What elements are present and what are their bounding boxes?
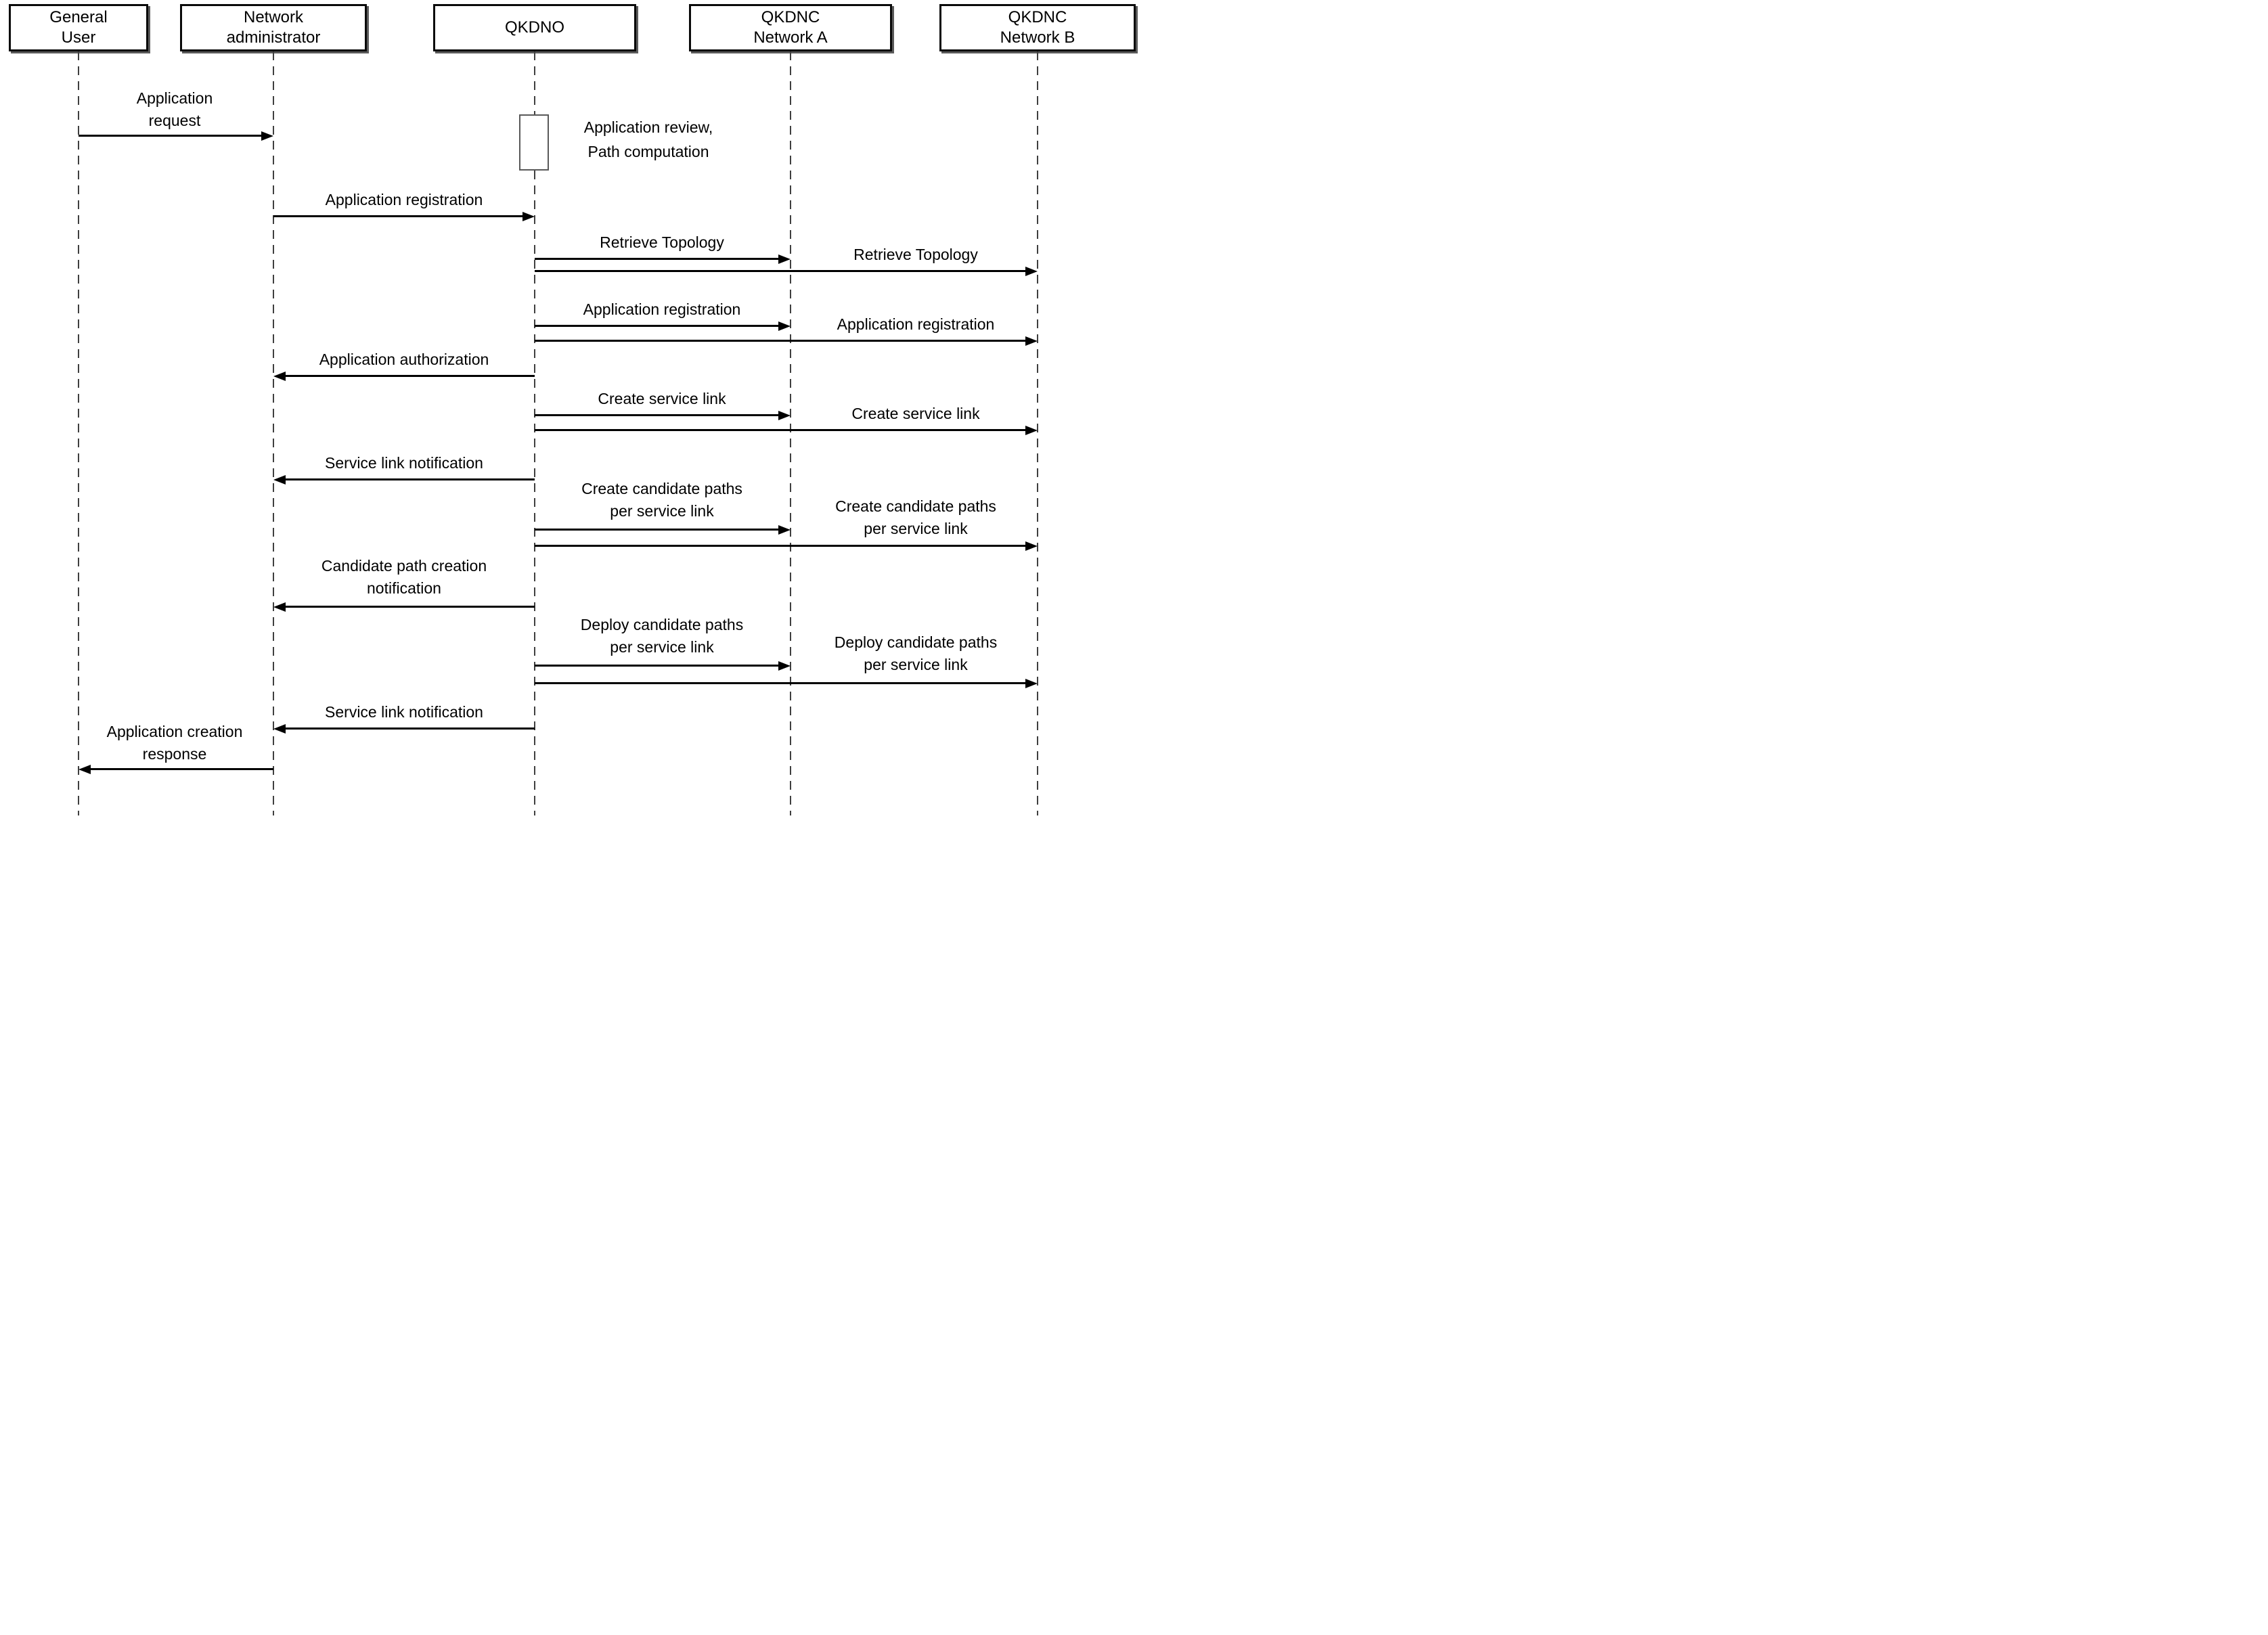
message-line-deploy-candidate-paths-a [535, 665, 780, 667]
message-label-create-candidate-paths-b: Create candidate paths per service link [835, 497, 996, 537]
message-arrowhead-create-candidate-paths-b [1025, 541, 1038, 551]
actor-box-qkdno: QKDNO [433, 4, 636, 51]
message-arrowhead-application-request [261, 131, 273, 141]
message-arrowhead-retrieve-topology-a [778, 254, 791, 264]
message-line-deploy-candidate-paths-b [535, 682, 1027, 684]
message-line-service-link-notification-1 [284, 478, 535, 480]
message-label-application-authorization: Application authorization [319, 351, 489, 368]
message-label-application-creation-response: Application creation response [106, 723, 243, 763]
message-arrowhead-create-service-link-a [778, 411, 791, 420]
message-arrowhead-candidate-path-creation-notification [273, 602, 286, 612]
message-line-application-creation-response [89, 768, 273, 770]
message-arrowhead-service-link-notification-2 [273, 724, 286, 734]
message-line-application-registration-a [535, 325, 780, 327]
message-line-create-service-link-a [535, 414, 780, 416]
actor-box-qkdnc-network-a: QKDNC Network A [689, 4, 892, 51]
message-line-retrieve-topology-a [535, 258, 780, 260]
activation-note: Application review, Path computation [583, 118, 713, 160]
message-label-service-link-notification-2: Service link notification [325, 703, 483, 721]
message-arrowhead-retrieve-topology-b [1025, 267, 1038, 276]
message-line-application-registration-b [535, 340, 1027, 342]
message-label-application-registration: Application registration [325, 191, 483, 208]
message-line-create-candidate-paths-a [535, 529, 780, 531]
message-arrowhead-deploy-candidate-paths-a [778, 661, 791, 671]
message-arrowhead-application-registration-a [778, 321, 791, 331]
message-arrowhead-application-registration-b [1025, 336, 1038, 346]
actor-label: Network administrator [226, 8, 321, 47]
actor-label: QKDNC Network B [1000, 8, 1075, 47]
message-arrowhead-create-candidate-paths-a [778, 525, 791, 535]
message-arrowhead-service-link-notification-1 [273, 475, 286, 485]
actor-box-general-user: General User [9, 4, 148, 51]
lifeline-network-administrator [273, 51, 274, 815]
message-arrowhead-deploy-candidate-paths-b [1025, 679, 1038, 688]
message-label-create-service-link-a: Create service link [598, 390, 726, 407]
message-arrowhead-application-registration [522, 212, 535, 221]
message-line-application-registration [273, 215, 524, 217]
message-line-create-service-link-b [535, 429, 1027, 431]
message-label-candidate-path-creation-notification: Candidate path creation notification [321, 557, 487, 597]
message-line-service-link-notification-2 [284, 727, 535, 730]
message-label-create-service-link-b: Create service link [851, 405, 980, 422]
message-label-retrieve-topology-a: Retrieve Topology [600, 233, 724, 251]
message-label-application-registration-b: Application registration [837, 315, 995, 333]
message-line-create-candidate-paths-b [535, 545, 1027, 547]
lifeline-qkdnc-network-a [790, 51, 791, 815]
lifeline-qkdnc-network-b [1037, 51, 1038, 815]
lifeline-qkdno [534, 51, 535, 815]
message-arrowhead-application-authorization [273, 372, 286, 381]
lifeline-general-user [78, 51, 79, 815]
message-label-application-registration-a: Application registration [583, 300, 741, 318]
message-label-retrieve-topology-b: Retrieve Topology [853, 246, 978, 263]
actor-label: QKDNO [504, 18, 564, 37]
message-label-service-link-notification-1: Service link notification [325, 454, 483, 472]
sequence-diagram: General User Network administrator QKDNO QK… [0, 0, 1140, 818]
message-line-retrieve-topology-b [535, 270, 1027, 272]
message-arrowhead-create-service-link-b [1025, 426, 1038, 435]
actor-box-network-administrator: Network administrator [180, 4, 367, 51]
message-label-deploy-candidate-paths-a: Deploy candidate paths per service link [580, 616, 744, 656]
message-label-create-candidate-paths-a: Create candidate paths per service link [581, 480, 742, 520]
actor-label: QKDNC Network A [753, 8, 828, 47]
message-line-candidate-path-creation-notification [284, 606, 535, 608]
message-label-deploy-candidate-paths-b: Deploy candidate paths per service link [834, 633, 998, 673]
message-line-application-authorization [284, 375, 535, 377]
message-line-application-request [79, 135, 263, 137]
actor-box-qkdnc-network-b: QKDNC Network B [939, 4, 1136, 51]
actor-label: General User [49, 8, 108, 47]
message-label-application-request: Application request [136, 89, 213, 129]
message-arrowhead-application-creation-response [79, 765, 91, 774]
activation-bar-qkdno [519, 114, 549, 171]
